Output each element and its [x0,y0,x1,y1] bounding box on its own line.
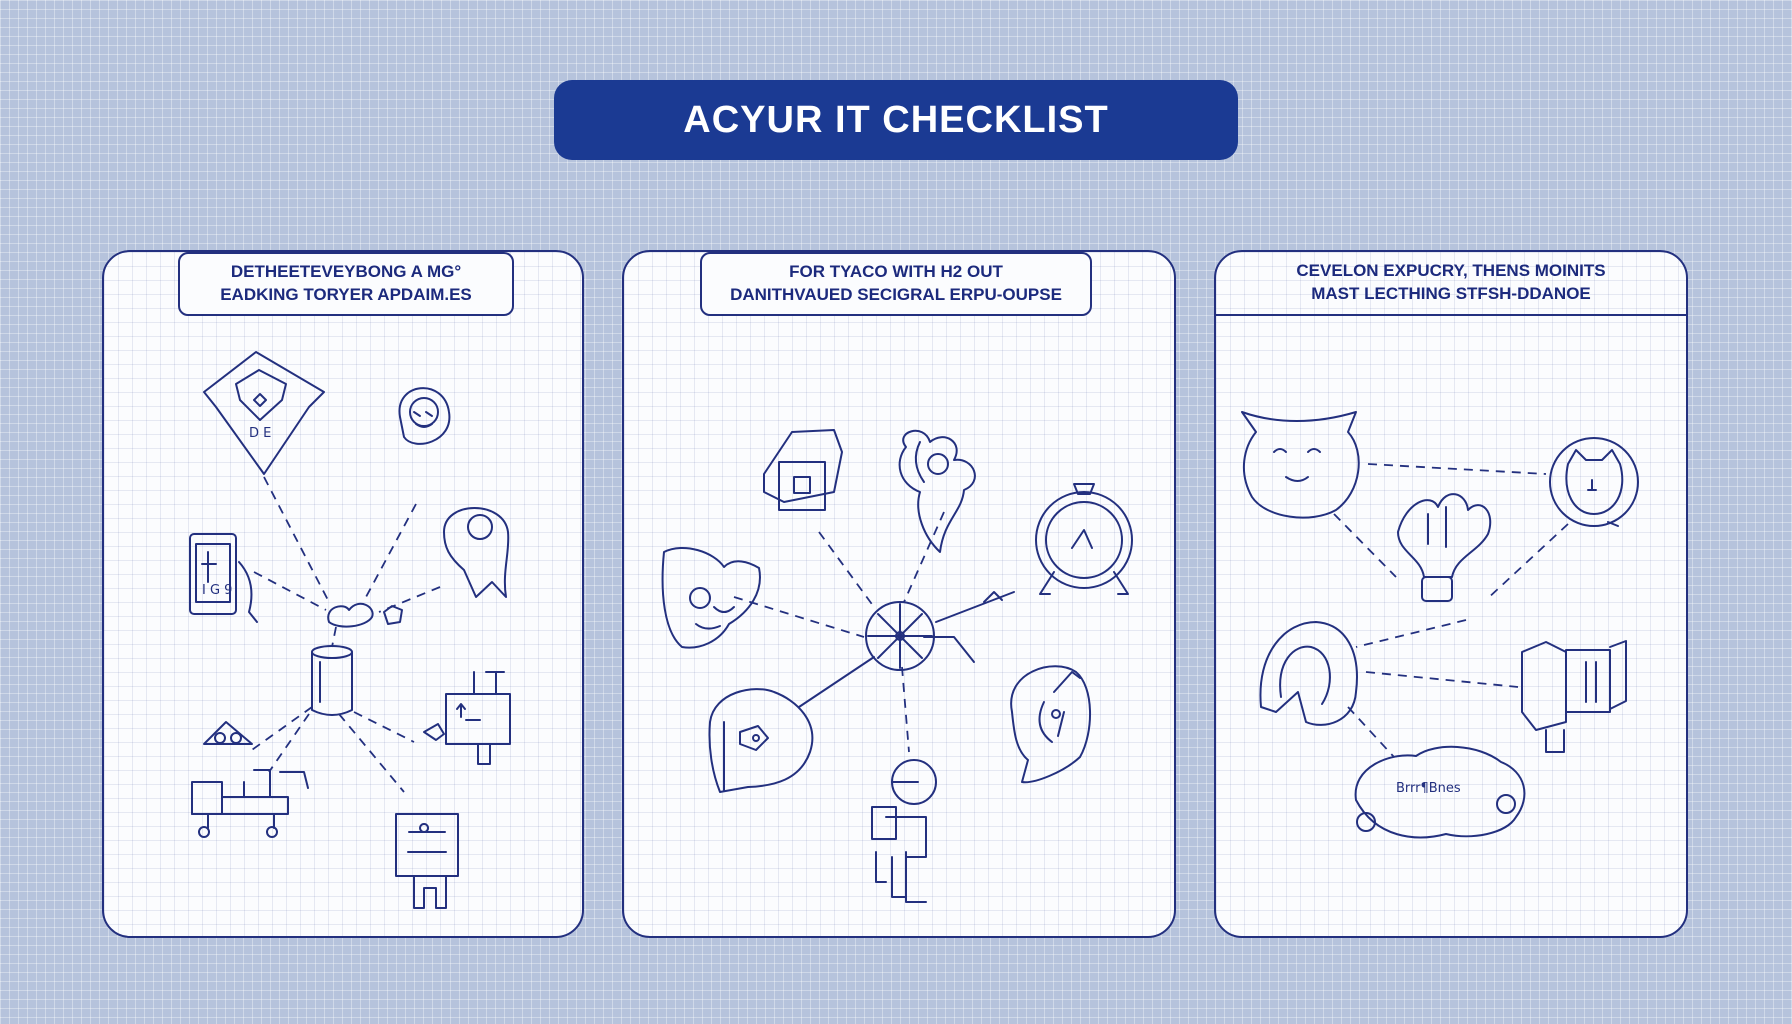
machine-icon [396,814,458,908]
checklist-panel-1: D E I G 9 [102,250,584,938]
panel-2-label-line1: FOR TYACO WITH H2 OUT [789,262,1003,282]
panel-3-network: Brrr¶Bnes [1216,252,1690,940]
lion-head-icon [709,689,812,792]
panel-2-network [624,252,1178,940]
title-text: ACYUR IT CHECKLIST [683,98,1109,141]
lotus-bulb-icon [1398,494,1490,601]
eye-mask-icon [204,722,252,744]
panel-2-label-line2: DANITHVAUED SECIGRAL ERPU-OUPSE [730,285,1062,304]
person-portrait-icon [400,388,450,444]
connector-line [936,592,1014,622]
connector-line [254,572,326,610]
panel-3-label-line1: CEVELON EXPUCRY, THENS MOINITS [1296,261,1606,281]
connector-line [902,667,909,752]
flower-icon [900,431,975,552]
robot-arm-icon [1522,641,1626,752]
folder-house-icon [764,430,842,510]
connector-line [819,532,874,607]
server-box-icon [424,672,510,764]
archway-icon [1260,622,1356,725]
checklist-panel-3: Brrr¶Bnes CEVELON EXPUCRY, THENS MOINITS… [1214,250,1688,938]
cylinder-icon [312,646,352,715]
connector-line [1334,514,1396,577]
page-title: ACYUR IT CHECKLIST [554,80,1238,160]
connector-line [1368,464,1546,474]
connector-line [799,657,874,707]
lamb-text: Brrr¶Bnes [1396,781,1461,796]
bird-head-icon [1011,666,1090,782]
connector-line [339,714,404,792]
panel-1-network: D E I G 9 [104,252,586,940]
panel-1-label: DETHEETEVEYBONG A MG° EADKING TORYER APD… [178,252,514,316]
connector-line [249,707,312,752]
connector-line [264,477,329,602]
connector-line [904,512,944,602]
connector-line [1356,620,1466,647]
panel-3-label: CEVELON EXPUCRY, THENS MOINITS MAST LECT… [1216,252,1686,316]
connector-line [1348,707,1394,757]
panel-2-label: FOR TYACO WITH H2 OUT DANITHVAUED SECIGR… [700,252,1092,316]
shield-heart-icon: D E [204,352,324,474]
connector-line [332,627,336,647]
tablet-icon: I G 9 [190,534,257,622]
checklist-panel-2: FOR TYACO WITH H2 OUT DANITHVAUED SECIGR… [622,250,1176,938]
compass-hub-icon [866,602,934,670]
connector-line [366,504,416,597]
map-pin-icon [444,508,508,597]
bench-cart-icon [192,770,308,837]
connector-line [269,714,309,772]
tablet-text: I G 9 [202,583,232,598]
panel-1-label-line2: EADKING TORYER APDAIM.ES [220,285,472,304]
connector-line [1486,524,1568,600]
fox-badge-icon [1550,438,1638,526]
alarm-clock-icon [1036,484,1132,594]
ram-head-icon [1242,412,1359,518]
lamb-icon: Brrr¶Bnes [1356,747,1525,838]
panel-1-label-line1: DETHEETEVEYBONG A MG° [230,262,462,282]
connector-line [734,597,864,637]
cat-head-icon [663,548,760,648]
connector-line [354,712,414,742]
panel-3-label-line2: MAST LECTHING STFSH-DDANOE [1311,284,1591,303]
shield-text: D E [249,426,271,441]
connector-line [1366,672,1518,687]
cloud-icon [328,604,402,627]
person-laptop-icon [872,760,936,902]
